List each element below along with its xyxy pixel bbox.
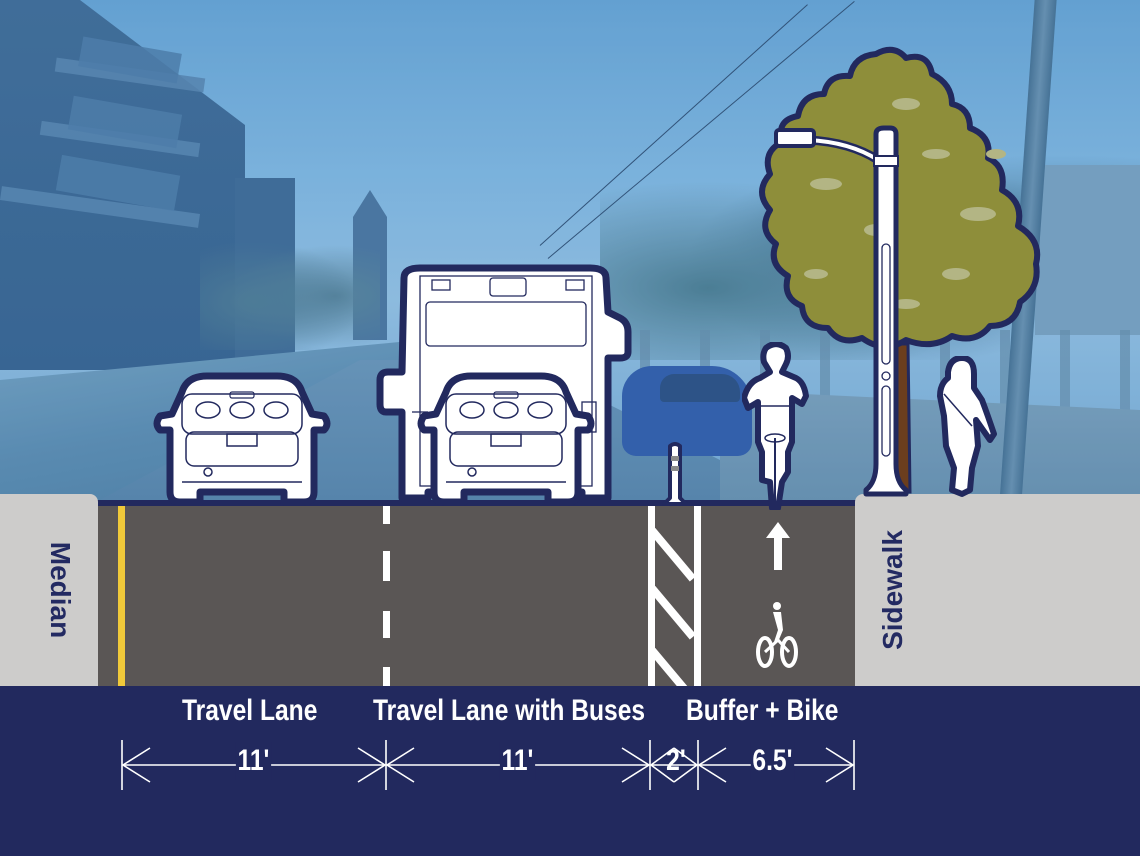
arrow-up-icon (766, 522, 790, 570)
yellow-center-line (118, 506, 125, 686)
bike-lane-width: 6.5' (750, 742, 795, 780)
travel-lane-buses-label: Travel Lane with Buses (373, 694, 646, 727)
street-light-illustration (774, 125, 909, 497)
dimension-band (0, 686, 1140, 856)
sidewalk (855, 494, 1140, 686)
median-label: Median (45, 541, 76, 639)
parked-car-window (660, 374, 740, 402)
buffer-edge-line (648, 506, 655, 686)
buffer-width: 2' (666, 744, 686, 777)
flex-post-bollard (662, 442, 688, 506)
background-house (1035, 165, 1140, 335)
lane-dash (383, 667, 390, 686)
pedestrian-illustration (937, 356, 997, 497)
hatch-stripe (655, 507, 696, 582)
street-tree-illustration (759, 46, 1041, 494)
buffer-hatching (655, 506, 699, 686)
car-rear-illustration (417, 372, 595, 506)
lane-dash (383, 551, 390, 581)
lane-dash (383, 506, 390, 524)
bicycle-rider-icon (756, 602, 798, 668)
median (0, 494, 98, 686)
roadway (98, 506, 855, 686)
travel-lane-width: 11' (235, 742, 272, 780)
travel-lane-buses-width: 11' (499, 742, 536, 780)
background-trees (200, 230, 380, 350)
dimension-lines (121, 740, 855, 790)
buffer-bike-label: Buffer + Bike (686, 694, 839, 727)
sidewalk-label: Sidewalk (877, 530, 908, 650)
buffer-edge-line (694, 506, 701, 686)
travel-lane-label: Travel Lane (182, 694, 318, 727)
cyclist-illustration (742, 342, 809, 510)
car-rear-illustration (153, 372, 331, 506)
lane-dash (383, 611, 390, 638)
